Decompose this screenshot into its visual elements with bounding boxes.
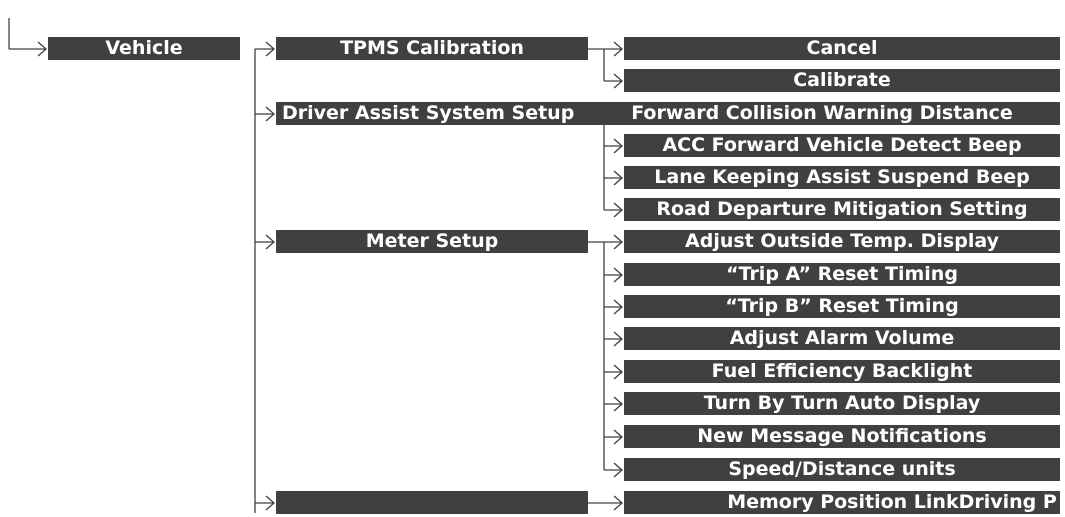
menu-item-cancel: Cancel	[624, 37, 1060, 60]
menu-item-trip-a-reset-timing: “Trip A” Reset Timing	[624, 263, 1060, 286]
arrow-head-7	[265, 234, 275, 250]
arrow-head-14	[613, 73, 623, 89]
arrow-head-3	[265, 41, 275, 57]
arrow-head-9	[265, 495, 275, 511]
arrow-head-28	[613, 267, 623, 283]
menu-item-calibrate: Calibrate	[624, 69, 1060, 92]
menu-item-acc-forward-vehicle-detect-beep: ACC Forward Vehicle Detect Beep	[624, 134, 1060, 157]
arrow-head-30	[613, 299, 623, 315]
menu-item-memory-position-link: Memory Position LinkDriving P	[624, 491, 1060, 514]
menu-item-speed-distance-units: Speed/Distance units	[624, 458, 1060, 481]
arrow-head-36	[613, 396, 623, 412]
menu-item-vehicle: Vehicle	[48, 37, 240, 60]
arrow-head-23	[613, 202, 623, 218]
arrow-head-21	[613, 170, 623, 186]
menu-item-unlabeled	[276, 491, 588, 514]
menu-item-adjust-outside-temp-display: Adjust Outside Temp. Display	[624, 230, 1060, 253]
menu-item-tpms-calibration: TPMS Calibration	[276, 37, 588, 60]
menu-item-road-departure-mitigation-setting: Road Departure Mitigation Setting	[624, 198, 1060, 221]
menu-item-trip-b-reset-timing: “Trip B” Reset Timing	[624, 295, 1060, 318]
menu-item-adjust-alarm-volume: Adjust Alarm Volume	[624, 327, 1060, 350]
arrow-head-26	[613, 234, 623, 250]
menu-item-lane-keeping-assist-suspend-beep: Lane Keeping Assist Suspend Beep	[624, 166, 1060, 189]
menu-item-fuel-efficiency-backlight: Fuel Efficiency Backlight	[624, 360, 1060, 383]
arrow-head-38	[613, 429, 623, 445]
menu-item-meter-setup: Meter Setup	[276, 230, 588, 253]
menu-item-turn-by-turn-auto-display: Turn By Turn Auto Display	[624, 392, 1060, 415]
arrow-head-32	[613, 331, 623, 347]
arrow-head-34	[613, 364, 623, 380]
arrow-head-1	[37, 41, 47, 57]
arrow-head-42	[613, 495, 623, 511]
arrow-head-5	[265, 106, 275, 122]
arrow-head-19	[613, 138, 623, 154]
arrow-head-12	[613, 41, 623, 57]
menu-item-driver-assist-system-setup: Driver Assist System Setup	[276, 102, 588, 125]
menu-item-new-message-notifications: New Message Notifications	[624, 425, 1060, 448]
arrow-head-40	[613, 462, 623, 478]
menu-item-forward-collision-warning-distance: Forward Collision Warning Distance	[584, 102, 1060, 125]
